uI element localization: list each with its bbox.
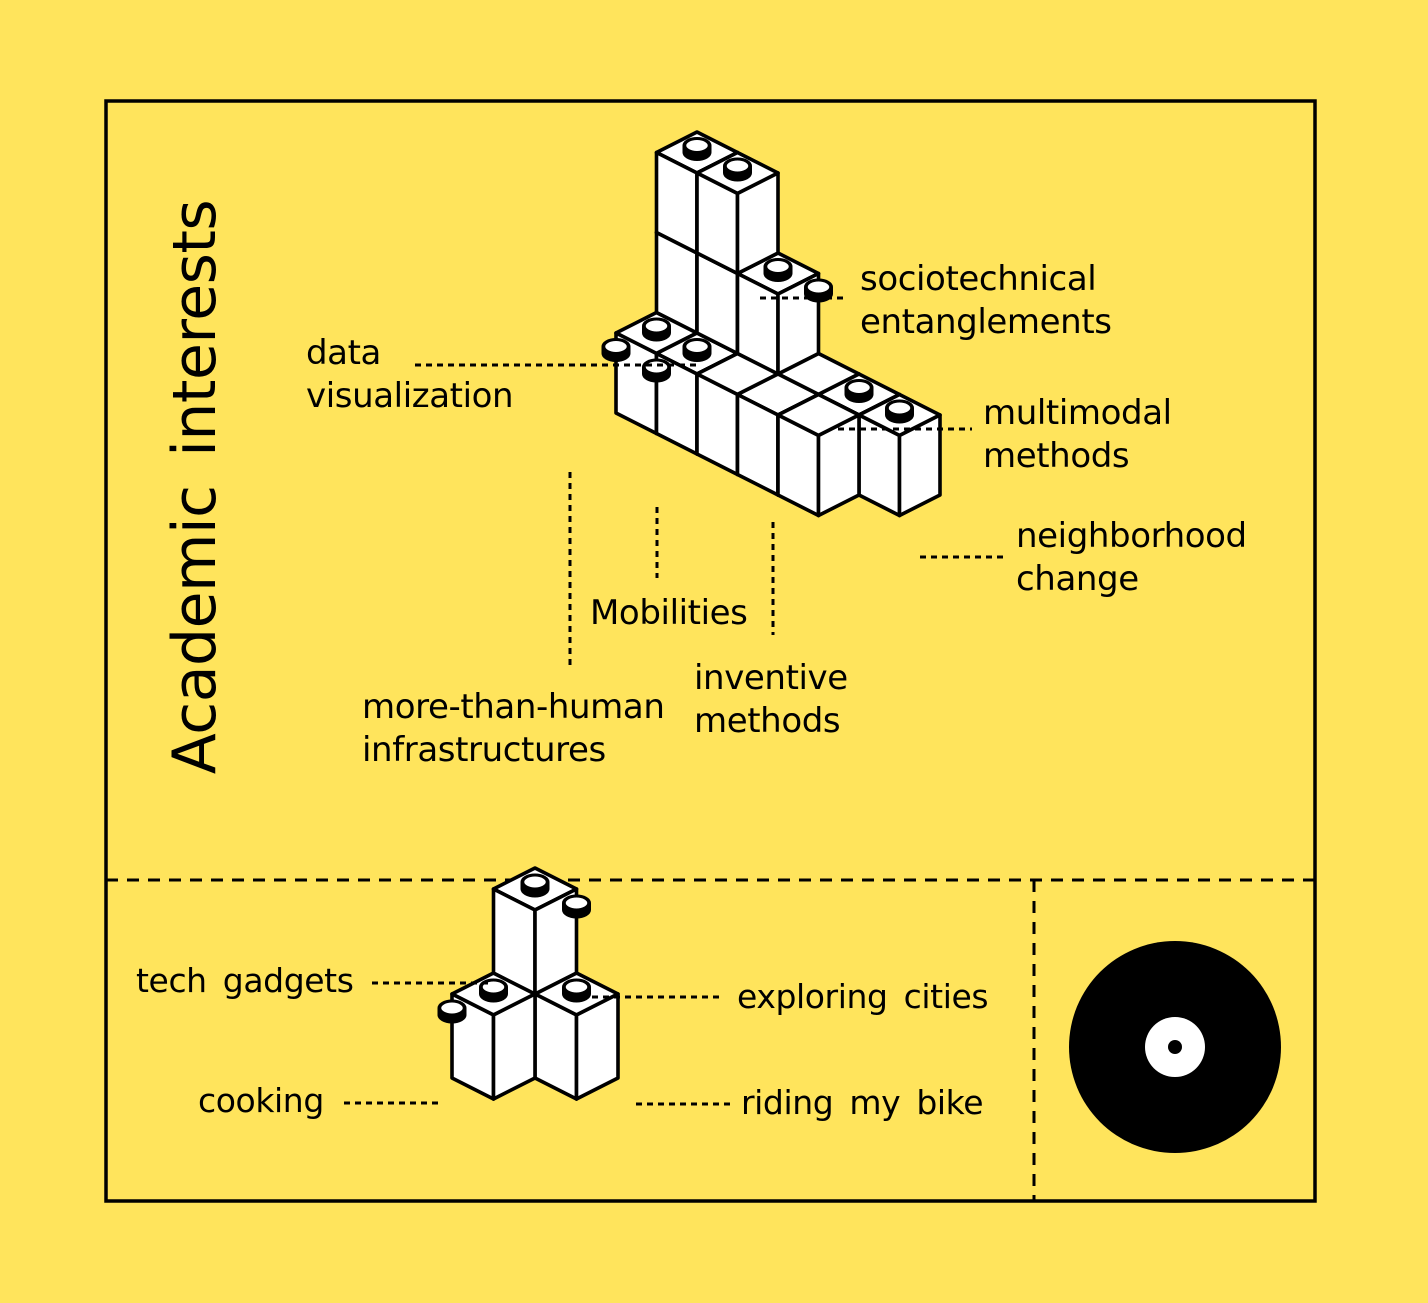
brick-stud — [601, 338, 631, 362]
academic-brick-stack — [601, 130, 942, 518]
label-line: sociotechnical — [860, 259, 1097, 299]
brick-stud — [437, 999, 467, 1024]
brick-stud — [642, 358, 671, 383]
brick-stud — [804, 278, 833, 303]
label-line: inventive — [694, 658, 848, 698]
brick-stud — [520, 873, 550, 898]
brick-stud — [723, 157, 752, 182]
outer-frame — [104, 99, 1317, 1203]
label-line: change — [1016, 559, 1139, 599]
label-line: neighborhood — [1016, 516, 1247, 556]
label-data-visualization: data visualization — [306, 332, 514, 418]
brick-stud — [844, 379, 874, 403]
page-title: Academic interests — [160, 199, 230, 775]
label-line: methods — [983, 436, 1130, 476]
brick-stud — [562, 894, 591, 919]
label-line: multimodal — [983, 393, 1172, 433]
label-line: infrastructures — [362, 730, 606, 770]
label-more-than-human: more-than-human infrastructures — [362, 686, 665, 772]
label-mobilities: Mobilities — [590, 592, 748, 635]
brick-stud — [885, 399, 914, 424]
brick-stud — [642, 317, 671, 342]
label-exploring-cities: exploring cities — [737, 977, 989, 1016]
leader-lines — [344, 296, 1004, 1106]
brick-stud — [682, 137, 712, 161]
label-neighborhood: neighborhood change — [1016, 515, 1247, 601]
label-line: visualization — [306, 376, 514, 416]
brick-stud — [562, 978, 591, 1003]
label-line: methods — [694, 701, 841, 741]
brick-stud — [682, 338, 712, 362]
label-multimodal: multimodal methods — [983, 392, 1172, 478]
label-cooking: cooking — [198, 1081, 324, 1120]
label-riding-bike: riding my bike — [741, 1083, 984, 1122]
label-line: more-than-human — [362, 687, 665, 727]
brick — [776, 392, 861, 518]
brick-stud — [763, 258, 793, 282]
vinyl-record-icon — [1069, 941, 1281, 1153]
label-inventive-methods: inventive methods — [694, 657, 848, 743]
label-line: entanglements — [860, 302, 1112, 342]
label-line: Mobilities — [590, 593, 748, 633]
label-line: data — [306, 333, 381, 373]
label-sociotechnical: sociotechnical entanglements — [860, 258, 1112, 344]
label-tech-gadgets: tech gadgets — [136, 961, 354, 1000]
